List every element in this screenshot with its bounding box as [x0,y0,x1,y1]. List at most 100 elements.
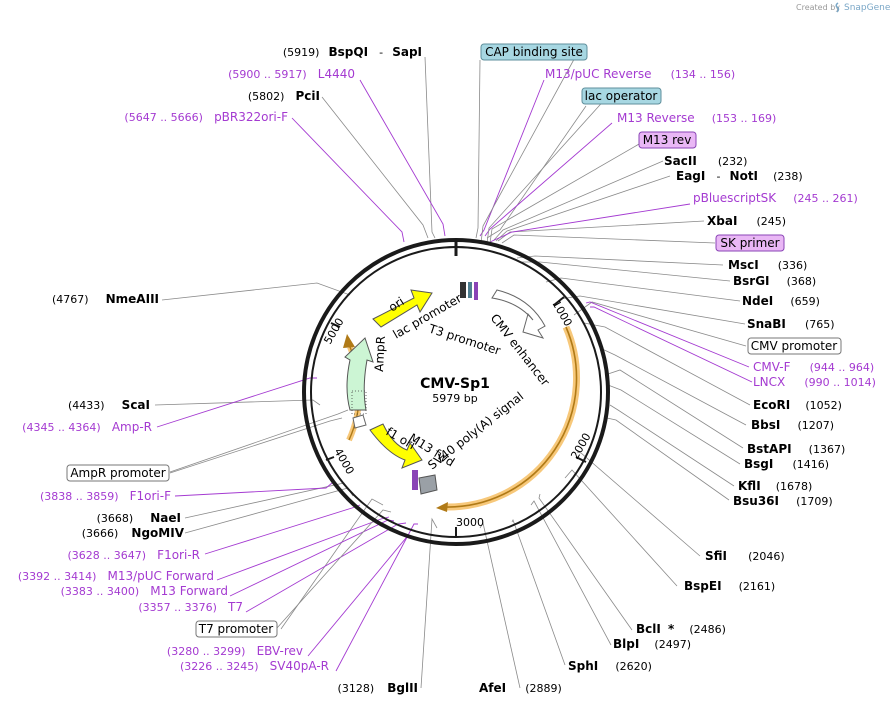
label-msci[interactable]: MscI (336) [728,254,807,273]
label-f1ori-r[interactable]: (3628 .. 3647) F1ori-R [68,544,200,563]
ampr-label: AmpR [372,336,388,373]
label-m13-puc-forward[interactable]: (3392 .. 3414) M13/pUC Forward [18,565,214,584]
primer-range: (3628 .. 3647) [68,549,147,562]
label-amp-r[interactable]: (4345 .. 4364) Amp-R [22,416,152,435]
enzyme-name: AfeI [479,681,506,695]
label-f1ori-f[interactable]: (3838 .. 3859) F1ori-F [40,485,171,504]
primer-name: pBluescriptSK [693,191,777,205]
cmv-enhancer-arrow [491,289,546,339]
primer-name: EBV-rev [257,644,303,658]
label-t7[interactable]: (3357 .. 3376) T7 [138,596,243,615]
site-position: (1367) [809,443,846,456]
site-position: (2046) [748,550,785,563]
label-bsu36i[interactable]: Bsu36I (1709) [733,490,833,509]
label-bspqi-sapi[interactable]: (5919) BspQI - SapI [283,41,422,60]
label-pbluescriptsk[interactable]: pBluescriptSK (245 .. 261) [693,187,858,206]
svg-text:MscI (336): MscI (336) [728,254,807,273]
enzyme-name: EagI [676,169,705,183]
label-sk-primer[interactable]: SK primer [715,234,785,252]
label-ecori[interactable]: EcoRI (1052) [753,394,842,413]
label-m13-rev[interactable]: M13 rev [638,131,697,149]
svg-text:BbsI (1207): BbsI (1207) [751,414,834,433]
primer-name: M13/pUC Reverse [545,67,652,81]
svg-text:(3357 .. 3376) T7: (3357 .. 3376) T7 [138,596,243,615]
label-l4440[interactable]: (5900 .. 5917) L4440 [228,63,355,82]
primer-range: (153 .. 169) [712,112,777,125]
site-position: (765) [805,318,835,331]
label-bspei[interactable]: BspEI (2161) [684,575,775,594]
ampr-detail-block [351,390,367,415]
svg-text:SfiI (2046): SfiI (2046) [705,545,785,564]
label-ndei[interactable]: NdeI (659) [742,290,820,309]
feature-name: T7 promoter [198,622,274,636]
label-bstapi[interactable]: BstAPI (1367) [747,438,845,457]
feature-name: lac operator [585,89,658,103]
label-pbr322ori-f[interactable]: (5647 .. 5666) pBR322ori-F [124,106,288,125]
enzyme-name: MscI [728,258,759,272]
label-bsrgi[interactable]: BsrGI (368) [733,270,816,289]
label-m13-reverse[interactable]: M13 Reverse (153 .. 169) [617,107,776,126]
svg-text:(3226 .. 3245) SV40pA-R: (3226 .. 3245) SV40pA-R [180,655,329,674]
label-afei[interactable]: AfeI (2889) [479,677,562,696]
svg-text:CMV-F (944 .. 964): CMV-F (944 .. 964) [753,356,874,375]
svg-text:EcoRI (1052): EcoRI (1052) [753,394,842,413]
label-nmeaiii[interactable]: (4767) NmeAIII [52,288,159,307]
site-position: (2889) [525,682,562,695]
label-ngomiv[interactable]: (3666) NgoMIV [82,522,185,541]
label-m13-puc-reverse[interactable]: M13/pUC Reverse (134 .. 156) [545,63,735,82]
label-cmv-promoter[interactable]: CMV promoter [747,337,842,355]
ampr-orf-arrowhead-icon [343,334,355,348]
svg-text:(3280 .. 3299) EBV-rev: (3280 .. 3299) EBV-rev [167,640,303,659]
enzyme-name: BsrGI [733,274,770,288]
label-sfii[interactable]: SfiI (2046) [705,545,785,564]
label-snabi[interactable]: SnaBI (765) [747,313,835,332]
enzyme-name: BspEI [684,579,722,593]
enzyme-name: SnaBI [747,317,786,331]
f1-ori-arrow [369,423,423,469]
primer-name: Amp-R [112,420,152,434]
label-eagi-noti[interactable]: EagI - NotI (238) [676,165,803,184]
label-sphi[interactable]: SphI (2620) [568,655,652,674]
label-lac-operator[interactable]: lac operator [581,87,662,105]
site-position: (2486) [689,623,726,636]
label-lncx[interactable]: LNCX (990 .. 1014) [753,371,876,390]
label-cmv-f[interactable]: CMV-F (944 .. 964) [753,356,874,375]
label-bglii[interactable]: (3128) BglII [338,677,418,696]
orf-highlight-arc [444,325,580,511]
label-t7-promoter[interactable]: T7 promoter [195,620,278,638]
ampr-promoter-block [352,414,367,429]
enzyme-name: Bsu36I [733,494,779,508]
site-position: (1709) [796,495,833,508]
label-sacii[interactable]: SacII (232) [664,150,747,169]
site-position: (1207) [797,419,834,432]
label-blpi[interactable]: BlpI (2497) [613,633,691,652]
label-dash: - [716,170,720,183]
label-bbsi[interactable]: BbsI (1207) [751,414,834,433]
enzyme-name: BspQI [328,45,368,59]
label-sv40pa-r[interactable]: (3226 .. 3245) SV40pA-R [180,655,329,674]
enzyme-name-2: NotI [730,169,759,183]
site-position: (232) [718,155,748,168]
primer-name: M13 Reverse [617,111,695,125]
orf-arc [444,326,578,508]
label-bsgi[interactable]: BsgI (1416) [744,453,829,472]
label-naei[interactable]: (3668) NaeI [97,507,181,526]
site-position: (2497) [654,638,691,651]
primer-name: LNCX [753,375,785,389]
feature-name: M13 rev [643,133,692,147]
snapgene-brand: SnapGene [844,3,891,13]
label-bcli[interactable]: BclI * (2486) [636,618,726,637]
label-xbai[interactable]: XbaI (245) [707,210,786,229]
svg-text:BstAPI (1367): BstAPI (1367) [747,438,845,457]
label-ebv-rev[interactable]: (3280 .. 3299) EBV-rev [167,640,303,659]
label-m13-forward[interactable]: (3383 .. 3400) M13 Forward [61,580,228,599]
t7-promoter-block [412,470,418,490]
primer-range: (3392 .. 3414) [18,570,97,583]
label-cap-binding-site[interactable]: CAP binding site [480,43,588,61]
label-ampr-promoter[interactable]: AmpR promoter [66,464,170,482]
label-pcii[interactable]: (5802) PciI [248,85,320,104]
label-scai[interactable]: (4433) ScaI [68,394,150,413]
sv40-polya-block [418,474,438,495]
label-kfli[interactable]: KflI (1678) [738,475,812,494]
